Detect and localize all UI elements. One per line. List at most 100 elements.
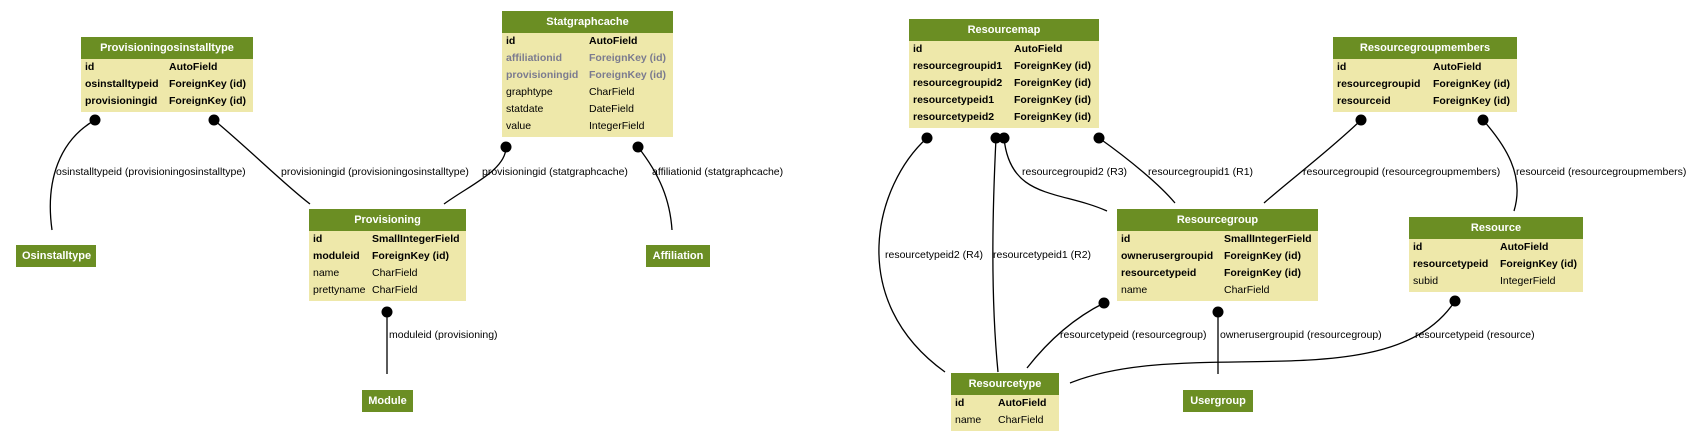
entity-title: Module — [362, 390, 413, 412]
entity-title: Resourcegroupmembers — [1333, 37, 1517, 59]
edge-end-dot — [381, 306, 393, 318]
field-type: ForeignKey (id) — [372, 250, 450, 262]
field-type: IntegerField — [1500, 275, 1556, 287]
rel-resourcegroupid2: resourcegroupid2 (R3) — [998, 132, 1127, 212]
entity-module: Module — [362, 390, 413, 412]
entity-title: Provisioning — [309, 209, 466, 231]
field-type: CharField — [589, 86, 635, 98]
entity-title: Provisioningosinstalltype — [81, 37, 253, 59]
edge-label-resourcetypeid-res: resourcetypeid (resource) — [1415, 329, 1535, 341]
field-type: ForeignKey (id) — [1014, 77, 1092, 89]
rel-resourcegroupid1: resourcegroupid1 (R1) — [1093, 132, 1253, 204]
field-name: prettyname — [313, 284, 366, 296]
edge-label-osinstalltypeid: osinstalltypeid (provisioningosinstallty… — [56, 166, 246, 178]
rel-resourcetypeid-res: resourcetypeid (resource) — [1069, 295, 1535, 384]
entity-bottom-padding — [309, 299, 466, 301]
rel-ownerusergroupid: ownerusergroupid (resourcegroup) — [1212, 306, 1382, 374]
entity-title: Resource — [1409, 217, 1583, 239]
field-type: ForeignKey (id) — [589, 69, 667, 81]
edge-label-ownerusergroupid: ownerusergroupid (resourcegroup) — [1220, 329, 1382, 341]
entity-title: Resourcegroup — [1117, 209, 1318, 231]
edge-provisioningid-sgc — [443, 146, 507, 205]
field-type: SmallIntegerField — [372, 233, 460, 245]
field-name: id — [1121, 233, 1131, 245]
rel-provisioningid-pot: provisioningid (provisioningosinstalltyp… — [208, 114, 469, 205]
field-name: provisioningid — [506, 69, 579, 81]
field-type: ForeignKey (id) — [1433, 78, 1511, 90]
field-name: statdate — [506, 103, 544, 115]
edge-end-dot — [1449, 295, 1461, 307]
field-row: provisioningid ForeignKey (id) — [502, 67, 673, 84]
entity-affiliation: Affiliation — [646, 245, 710, 267]
field-type: AutoField — [589, 35, 638, 47]
edge-affiliationid — [637, 146, 673, 231]
edge-osinstalltypeid — [49, 119, 96, 231]
field-type: DateField — [589, 103, 634, 115]
field-type: ForeignKey (id) — [1014, 111, 1092, 123]
edge-label-resourcetypeid1: resourcetypeid1 (R2) — [993, 249, 1091, 261]
rel-moduleid: moduleid (provisioning) — [381, 306, 498, 374]
field-row: subid IntegerField — [1409, 273, 1583, 290]
edge-label-resourcegroupid-rgm: resourcegroupid (resourcegroupmembers) — [1303, 166, 1500, 178]
field-name: resourcegroupid1 — [913, 60, 1003, 72]
field-name: ownerusergroupid — [1121, 250, 1214, 262]
entity-title: Statgraphcache — [502, 11, 673, 33]
edge-end-dot — [990, 132, 1002, 144]
rel-resourceid-rgm: resourceid (resourcegroupmembers) — [1477, 114, 1686, 212]
field-type: AutoField — [1500, 241, 1549, 253]
edge-end-dot — [632, 141, 644, 153]
field-row: id AutoField — [1409, 239, 1583, 256]
field-name: id — [1413, 241, 1423, 253]
rel-osinstalltypeid: osinstalltypeid (provisioningosinstallty… — [49, 114, 246, 231]
field-type: AutoField — [169, 61, 218, 73]
field-name: name — [1121, 284, 1148, 296]
edge-end-dot — [208, 114, 220, 126]
edge-label-moduleid: moduleid (provisioning) — [389, 329, 498, 341]
entity-osinstalltype: Osinstalltype — [16, 245, 96, 267]
entity-bottom-padding — [909, 126, 1099, 128]
edge-end-dot — [1355, 114, 1367, 126]
field-row: statdate DateField — [502, 101, 673, 118]
entity-bottom-padding — [502, 135, 673, 137]
field-name: name — [955, 414, 982, 426]
field-name: resourceid — [1337, 95, 1391, 107]
edge-end-dot — [1093, 132, 1105, 144]
field-type: ForeignKey (id) — [1224, 267, 1302, 279]
edge-resourcetypeid1 — [992, 137, 999, 373]
field-name: id — [506, 35, 516, 47]
edge-label-resourceid-rgm: resourceid (resourcegroupmembers) — [1516, 166, 1686, 178]
field-type: ForeignKey (id) — [1500, 258, 1578, 270]
entity-bottom-padding — [1333, 110, 1517, 112]
field-name: provisioningid — [85, 95, 158, 107]
edge-end-dot — [89, 114, 101, 126]
field-type: ForeignKey (id) — [169, 95, 247, 107]
field-name: subid — [1413, 275, 1439, 287]
edge-resourcetypeid-res — [1069, 300, 1456, 384]
entity-bottom-padding — [951, 429, 1059, 431]
field-name: resourcegroupid — [1337, 78, 1421, 90]
field-name: osinstalltypeid — [85, 78, 159, 90]
field-type: CharField — [372, 284, 418, 296]
entity-bottom-padding — [81, 110, 253, 112]
entity-title: Resourcemap — [909, 19, 1099, 41]
field-type: AutoField — [1014, 43, 1063, 55]
rel-resourcetypeid-rg: resourcetypeid (resourcegroup) — [1026, 297, 1207, 369]
